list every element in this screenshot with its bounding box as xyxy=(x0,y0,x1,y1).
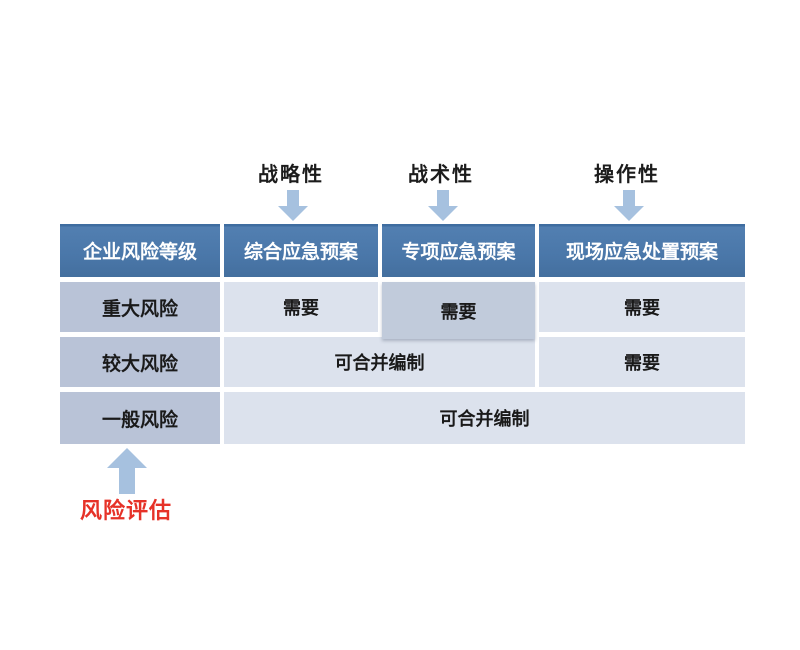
risk-plan-table: 企业风险等级 综合应急预案 专项应急预案 现场应急处置预案 重大风险 需要 需要… xyxy=(60,224,745,444)
cell-larger-onsite: 需要 xyxy=(539,337,745,387)
plan-type-label-tactical: 战术性 xyxy=(408,162,474,186)
table-header-risk-level: 企业风险等级 xyxy=(60,224,220,277)
plan-type-label-strategic: 战略性 xyxy=(258,162,324,186)
cell-major-onsite: 需要 xyxy=(539,282,745,332)
row-label-larger-risk: 较大风险 xyxy=(60,337,220,387)
cell-general-merged: 可合并编制 xyxy=(224,392,745,444)
table-header-special-plan: 专项应急预案 xyxy=(382,224,535,277)
table-header-onsite-plan: 现场应急处置预案 xyxy=(539,224,745,277)
cell-major-special: 需要 xyxy=(382,282,535,339)
up-arrow-icon xyxy=(107,448,147,494)
risk-assessment-label: 风险评估 xyxy=(79,498,172,524)
down-arrow-icon xyxy=(278,190,308,221)
table-header-comprehensive-plan: 综合应急预案 xyxy=(224,224,378,277)
down-arrow-icon xyxy=(614,190,644,221)
down-arrow-icon xyxy=(428,190,458,221)
row-label-general-risk: 一般风险 xyxy=(60,392,220,444)
row-label-major-risk: 重大风险 xyxy=(60,282,220,332)
cell-major-comprehensive: 需要 xyxy=(224,282,378,332)
plan-type-label-operational: 操作性 xyxy=(594,162,660,186)
cell-larger-merged: 可合并编制 xyxy=(224,337,535,387)
